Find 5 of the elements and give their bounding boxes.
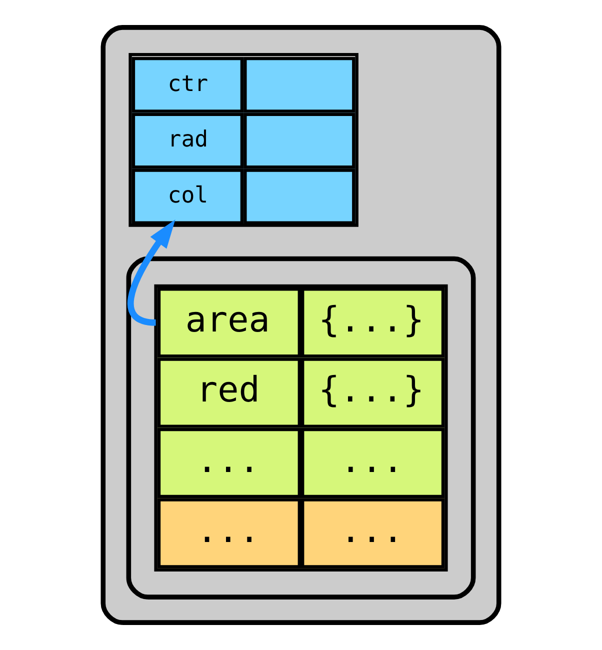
cluster <box>100 25 502 625</box>
node-box: area {...} red {...} ... ... ... ... <box>154 284 448 572</box>
cluster <box>126 256 476 600</box>
node-box: ctr rad col <box>128 52 358 227</box>
arrow <box>128 219 176 326</box>
